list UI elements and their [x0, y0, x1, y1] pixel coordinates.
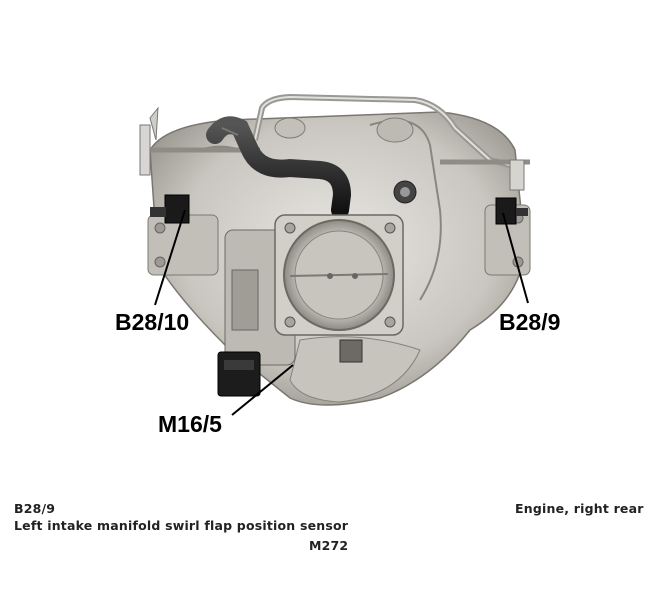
caption-code: B28/9 [14, 501, 56, 516]
actuator-connector [217, 351, 261, 397]
sensor-b28-10 [139, 106, 190, 224]
caption-description: Left intake manifold swirl flap position… [14, 518, 349, 533]
leader-b28-10 [154, 209, 186, 306]
caption-engine: M272 [309, 538, 349, 553]
throttle-body [217, 214, 404, 397]
leader-b28-9 [502, 212, 529, 304]
intake-manifold-figure [139, 93, 531, 416]
callout-b28-9: B28/9 [499, 309, 561, 335]
caption-location: Engine, right rear [515, 501, 644, 516]
callout-m16-5: M16/5 [158, 411, 222, 437]
sensor-b28-9 [495, 159, 528, 225]
vacuum-hose [206, 116, 352, 219]
callout-b28-10: B28/10 [115, 309, 190, 335]
left-flange [147, 214, 219, 276]
intake-manifold-illustration [139, 93, 531, 416]
leader-m16-5 [231, 364, 294, 416]
